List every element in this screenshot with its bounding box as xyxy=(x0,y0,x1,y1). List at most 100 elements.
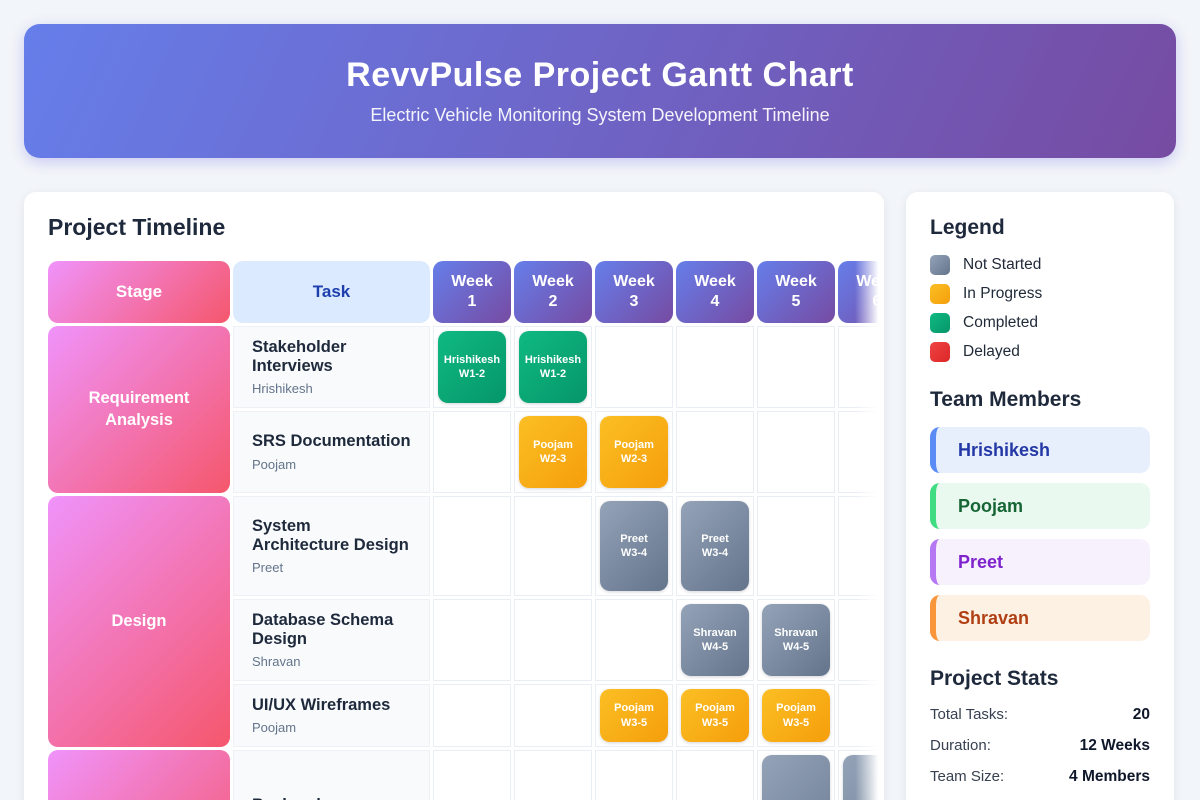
timeline-heading: Project Timeline xyxy=(48,214,226,240)
header-banner: RevvPulse Project Gantt Chart Electric V… xyxy=(24,24,1176,158)
legend-item: In Progress xyxy=(930,284,1150,304)
gantt-bar-notstarted: HrishikeshW5-6 xyxy=(762,755,830,800)
task-assignee: Hrishikesh xyxy=(252,381,313,397)
page-subtitle: Electric Vehicle Monitoring System Devel… xyxy=(370,105,830,125)
task-title: Backend Framework Setup xyxy=(252,796,411,800)
gantt-cell xyxy=(676,750,754,800)
legend-label: Delayed xyxy=(963,343,1020,360)
legend-item: Completed xyxy=(930,313,1150,333)
gantt-cell xyxy=(514,496,592,596)
task-cell: Backend Framework SetupHrishikesh xyxy=(233,750,430,800)
stat-label: Duration: xyxy=(930,737,991,754)
stage-cell: Requirement Analysis xyxy=(48,326,230,493)
gantt-cell xyxy=(433,496,511,596)
gantt-cell xyxy=(433,599,511,681)
page-title: RevvPulse Project Gantt Chart xyxy=(346,56,854,94)
stat-row: Duration: 12 Weeks xyxy=(930,737,1150,755)
gantt-cell xyxy=(838,326,884,408)
legend-section: Legend Not Started In Progress Completed… xyxy=(930,216,1150,362)
stats-heading: Project Stats xyxy=(930,667,1059,690)
team-member-shravan: Shravan xyxy=(930,595,1150,641)
legend-heading: Legend xyxy=(930,216,1005,239)
gantt-cell xyxy=(514,684,592,747)
gantt-cell xyxy=(433,750,511,800)
stat-value: 12 Weeks xyxy=(1079,737,1150,754)
gantt-cell xyxy=(433,411,511,493)
legend-label: In Progress xyxy=(963,285,1043,302)
gantt-cell xyxy=(595,750,673,800)
task-title: Stakeholder Interviews xyxy=(252,337,347,375)
stat-row: Total Tasks: 20 xyxy=(930,706,1150,724)
gantt-cell: HrishikeshW5-6 xyxy=(838,750,884,800)
inprogress-swatch-icon xyxy=(930,284,950,304)
notstarted-swatch-icon xyxy=(930,255,950,275)
task-assignee: Poojam xyxy=(252,720,297,736)
stage-cell xyxy=(48,750,230,800)
stage-column-header: Stage xyxy=(48,261,230,323)
task-assignee: Shravan xyxy=(252,654,301,670)
gantt-cell xyxy=(514,599,592,681)
team-heading: Team Members xyxy=(930,388,1082,411)
team-member-preet: Preet xyxy=(930,539,1150,585)
task-assignee: Poojam xyxy=(252,456,297,472)
stats-section: Project Stats Total Tasks: 20 Duration: … xyxy=(930,667,1150,786)
stat-value: 4 Members xyxy=(1069,768,1150,785)
team-member-poojam: Poojam xyxy=(930,483,1150,529)
stat-label: Team Size: xyxy=(930,768,1005,785)
task-title: Database Schema Design xyxy=(252,610,394,648)
sidebar: Legend Not Started In Progress Completed… xyxy=(906,192,1174,800)
legend-label: Not Started xyxy=(963,256,1042,273)
task-title: UI/UX Wireframes xyxy=(252,695,391,714)
gantt-cell xyxy=(676,326,754,408)
gantt-cell xyxy=(676,411,754,493)
stat-value: 20 xyxy=(1132,706,1150,723)
task-title: SRS Documentation xyxy=(252,432,411,451)
gantt-cell xyxy=(757,496,835,596)
gantt-bar-notstarted: HrishikeshW5-6 xyxy=(843,755,884,800)
gantt-cell xyxy=(838,684,884,747)
task-column-header: Task xyxy=(233,261,430,323)
completed-swatch-icon xyxy=(930,313,950,333)
gantt-cell xyxy=(433,684,511,747)
gantt-cell xyxy=(595,326,673,408)
gantt-grid: StageTaskWeek1Week2Week3Week4Week5Week6R… xyxy=(48,261,884,800)
week-column-header: Week6 xyxy=(838,261,884,323)
task-title: System Architecture Design xyxy=(252,516,409,554)
legend-item: Delayed xyxy=(930,342,1150,362)
gantt-cell xyxy=(838,599,884,681)
gantt-cell xyxy=(838,496,884,596)
